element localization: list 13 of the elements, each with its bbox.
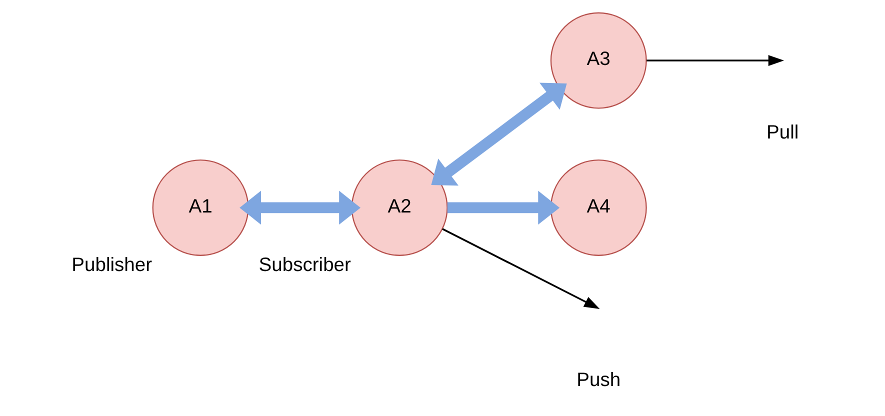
node-circle: A2 <box>350 159 448 256</box>
arrow <box>430 82 566 186</box>
label: Push <box>576 370 620 392</box>
node-circle: A1 <box>152 159 248 256</box>
label: Pull <box>766 122 798 144</box>
arrow <box>446 190 560 225</box>
arrow <box>442 228 600 310</box>
node-label: Publisher <box>71 254 152 276</box>
arrow <box>239 190 360 225</box>
node-circle: A4 <box>550 159 646 256</box>
node-label: Subscriber <box>258 254 350 276</box>
arrow <box>646 55 784 66</box>
node-circle: A3 <box>550 12 646 109</box>
